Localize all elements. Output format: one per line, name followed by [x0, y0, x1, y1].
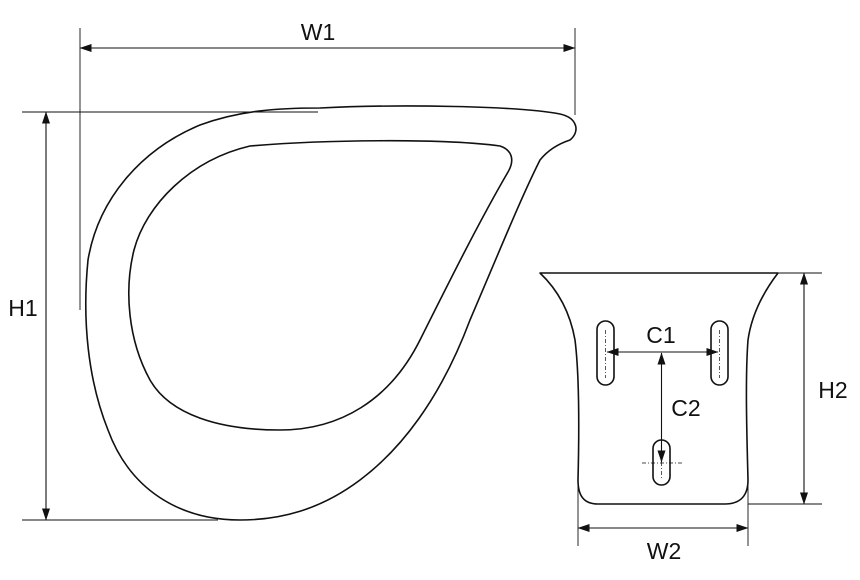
h1-dimension: H1 — [8, 111, 318, 521]
handle-side-view — [85, 105, 577, 521]
c1-label: C1 — [646, 322, 675, 348]
h2-dimension: H2 — [748, 272, 848, 505]
handle-inner-outline — [128, 139, 513, 431]
h1-label: H1 — [8, 295, 37, 321]
c2-dimension: C2 — [657, 352, 701, 463]
bracket-front-view — [539, 272, 779, 505]
w2-label: W2 — [647, 538, 682, 564]
w1-label: W1 — [301, 19, 336, 45]
handle-outer-outline — [85, 105, 577, 521]
bracket-outline — [539, 272, 779, 505]
h2-label: H2 — [818, 377, 847, 403]
w2-dimension: W2 — [577, 480, 749, 564]
c1-dimension: C1 — [606, 322, 719, 356]
c2-label: C2 — [671, 395, 700, 421]
w1-dimension: W1 — [79, 19, 576, 310]
